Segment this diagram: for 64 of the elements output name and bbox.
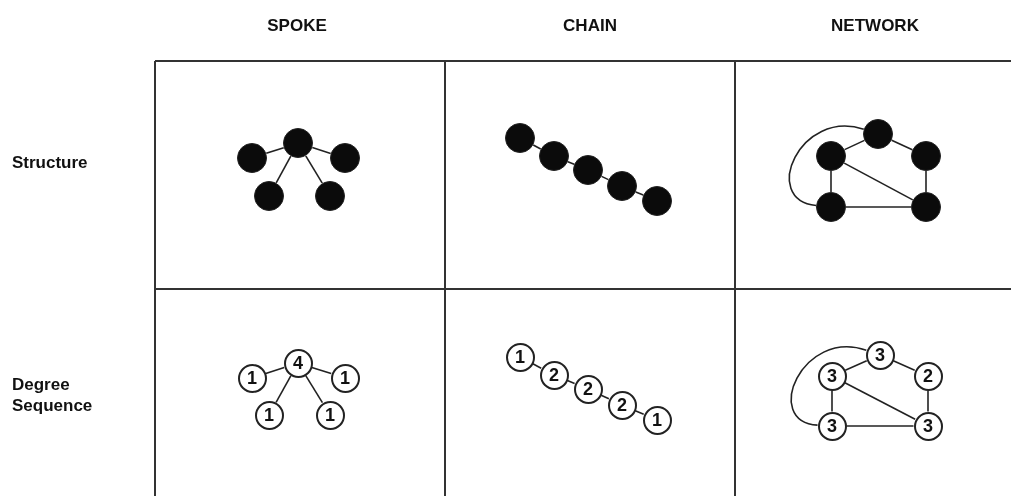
connector-line <box>532 362 542 370</box>
degree-node: 3 <box>865 340 895 370</box>
connector-line <box>600 175 610 181</box>
connector-line <box>844 360 868 371</box>
connector-line <box>830 170 832 193</box>
connector-line <box>927 389 929 413</box>
connector-line <box>600 394 610 400</box>
graph-node <box>539 141 569 171</box>
graph-node <box>642 186 672 216</box>
column-header: SPOKE <box>267 16 327 36</box>
degree-node: 1 <box>505 342 535 372</box>
degree-node: 2 <box>913 361 943 391</box>
connector-line <box>304 374 324 404</box>
connector-line <box>843 139 866 151</box>
graph-node <box>283 128 313 158</box>
connector-line <box>635 191 644 196</box>
degree-node: 3 <box>913 411 943 441</box>
connector-line <box>311 366 332 375</box>
connector-line <box>844 381 916 421</box>
connector-line <box>567 160 575 166</box>
column-header: CHAIN <box>563 16 617 36</box>
degree-node: 1 <box>642 405 672 435</box>
connector-line <box>925 170 927 193</box>
connector-line <box>311 146 332 155</box>
graph-node <box>911 192 941 222</box>
graph-node <box>254 181 284 211</box>
connector-line <box>532 144 542 150</box>
degree-node: 1 <box>254 400 284 430</box>
degree-node: 1 <box>330 363 360 393</box>
degree-node: 2 <box>539 360 569 390</box>
graph-node <box>315 181 345 211</box>
graph-node <box>330 143 360 173</box>
degree-node: 1 <box>237 363 267 393</box>
connector-line <box>275 374 292 404</box>
connector-line <box>843 162 914 201</box>
graph-node <box>237 143 267 173</box>
connector-line <box>845 425 915 427</box>
connector-line <box>845 206 912 208</box>
connector-line <box>265 146 285 155</box>
connector-line <box>890 139 914 151</box>
degree-node: 3 <box>817 411 847 441</box>
degree-node: 4 <box>283 348 313 378</box>
connector-line <box>275 155 292 184</box>
graph-node <box>573 155 603 185</box>
connector-line <box>265 366 285 375</box>
degree-node: 1 <box>315 400 345 430</box>
connector-line <box>634 409 645 416</box>
graph-node <box>816 192 846 222</box>
connector-line <box>892 360 916 371</box>
column-header: NETWORK <box>831 16 919 36</box>
connector-line <box>790 346 868 426</box>
row-label: Degree Sequence <box>12 374 94 416</box>
graph-node <box>911 141 941 171</box>
degree-node: 2 <box>573 374 603 404</box>
connector-line <box>304 155 324 184</box>
graph-node <box>863 119 893 149</box>
graph-node <box>816 141 846 171</box>
connector-line <box>831 389 833 413</box>
connector-line <box>788 125 865 207</box>
row-label: Structure <box>12 152 89 173</box>
degree-node: 2 <box>607 390 637 420</box>
degree-node: 3 <box>817 361 847 391</box>
graph-node <box>607 171 637 201</box>
graph-node <box>505 123 535 153</box>
